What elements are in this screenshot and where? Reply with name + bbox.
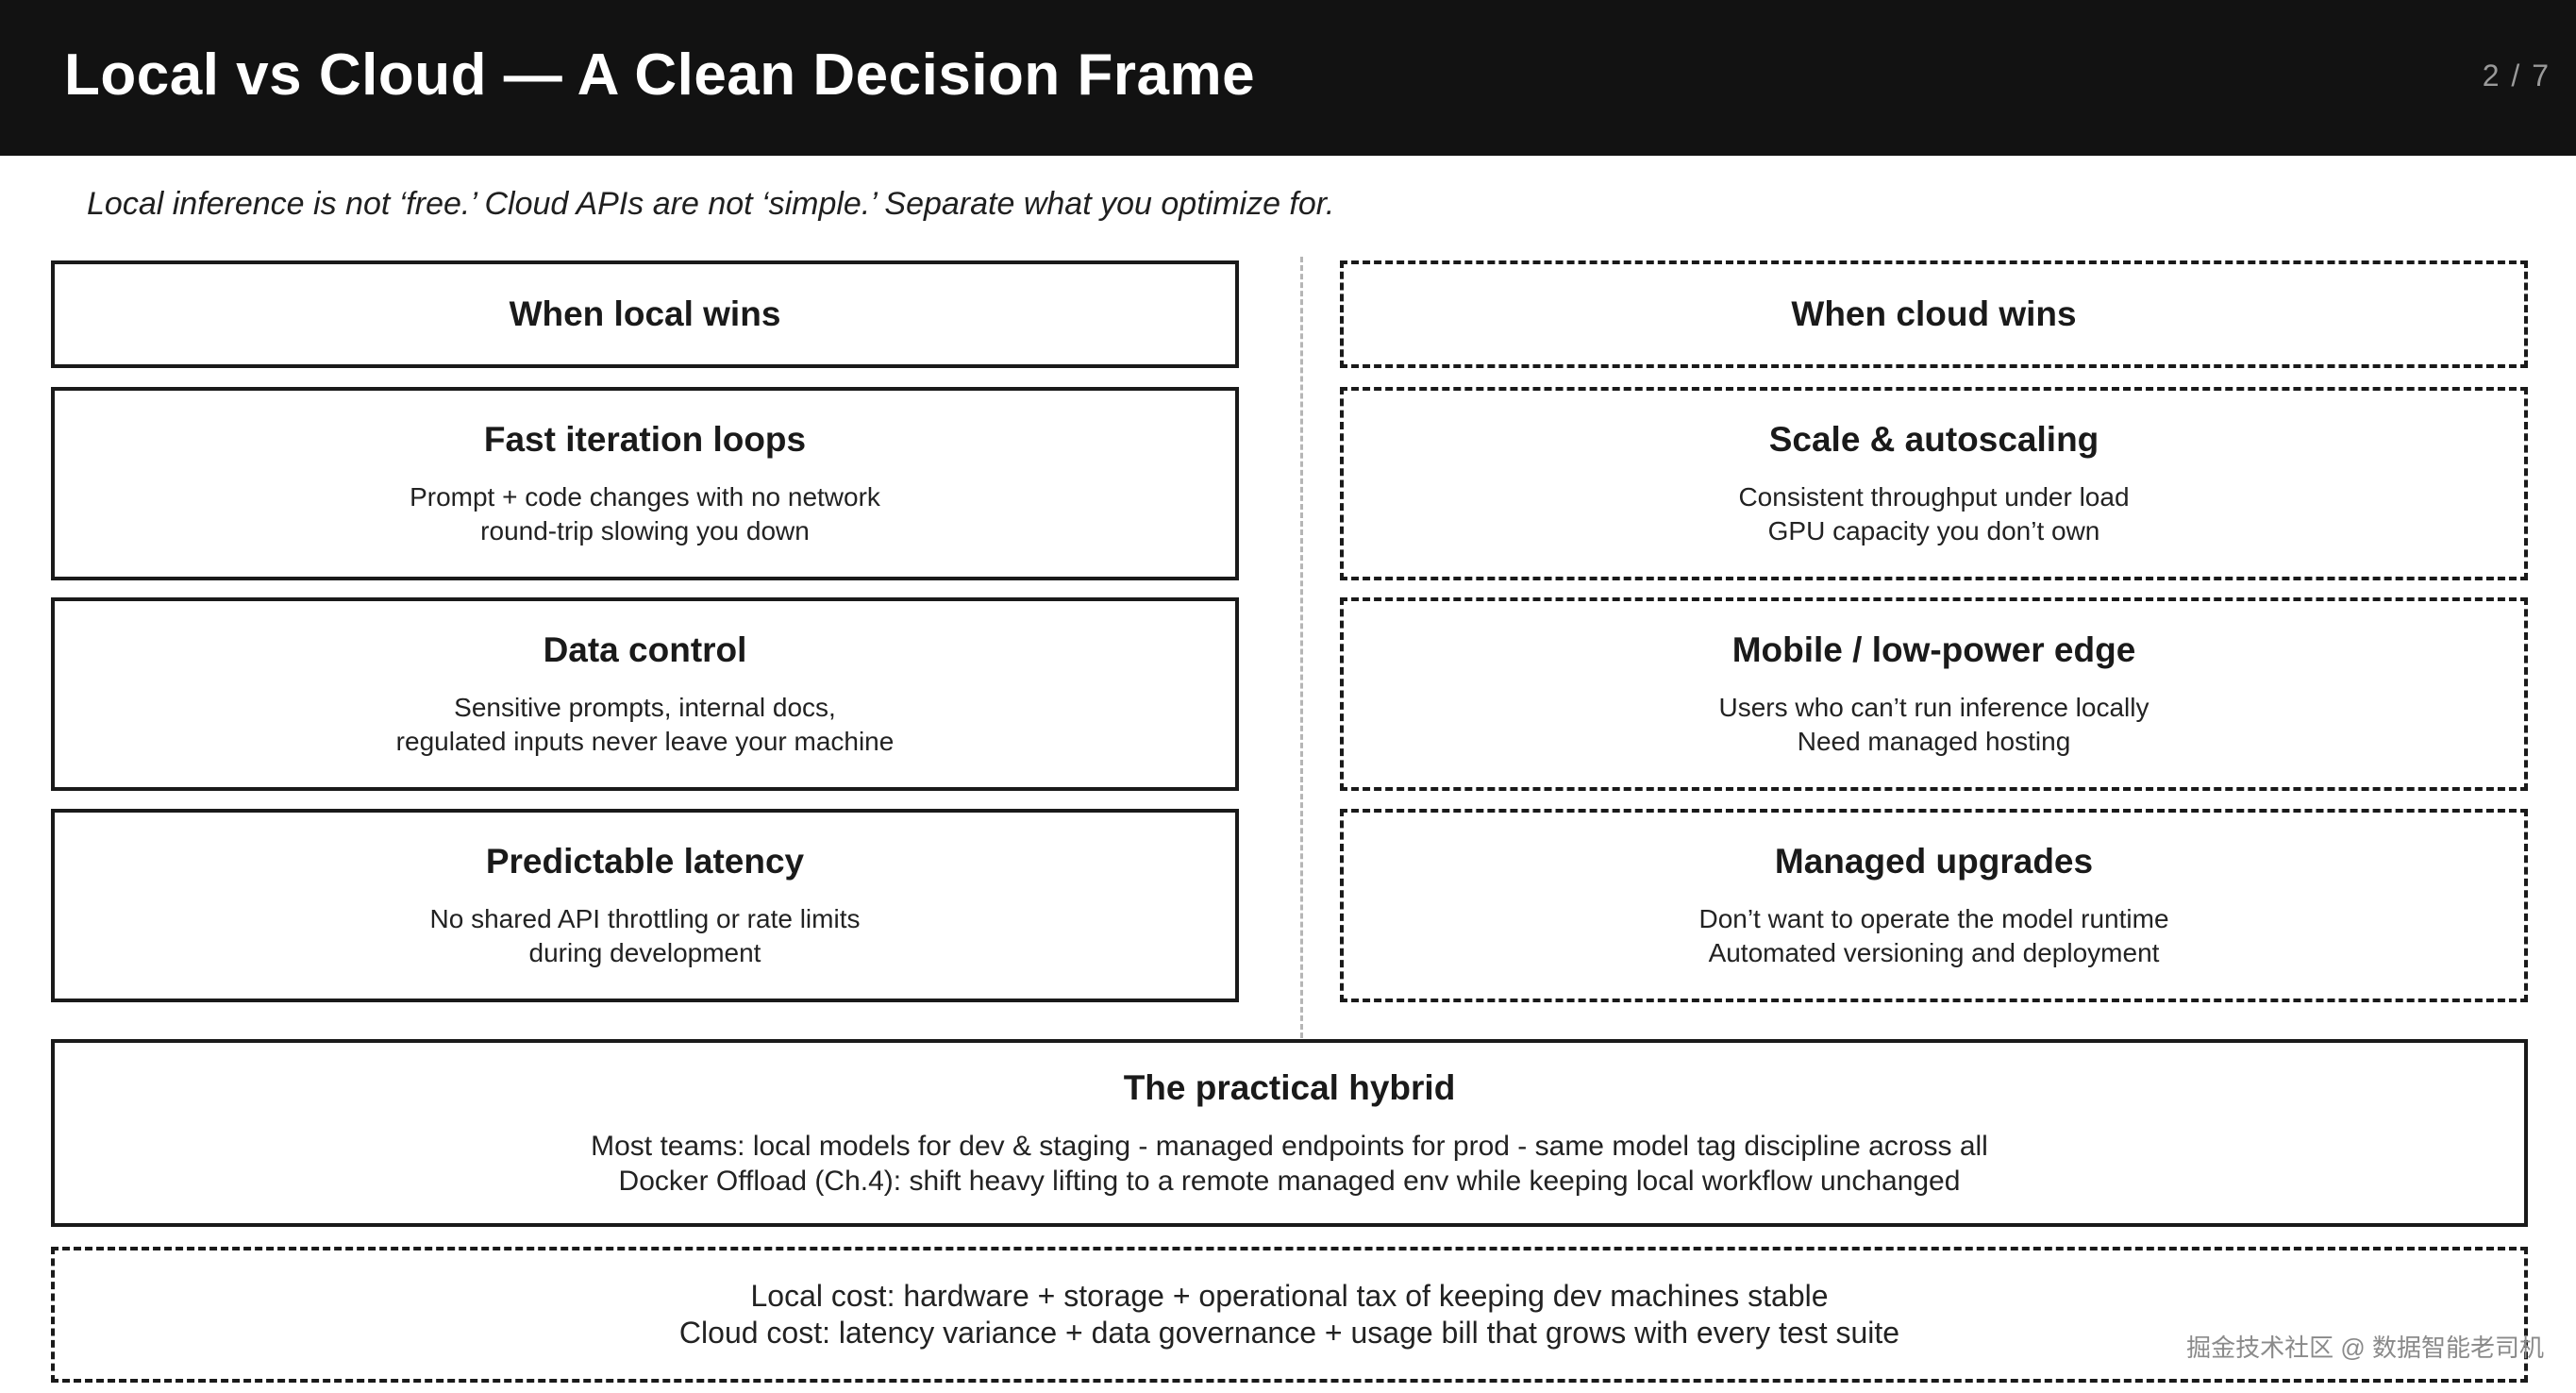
slide-title: Local vs Cloud — A Clean Decision Frame [64,42,1256,108]
card-title: Fast iteration loops [483,419,807,459]
card-title: Mobile / low-power edge [1731,629,2136,669]
card-description-line: round-trip slowing you down [480,515,810,545]
card-description-line: Consistent throughput under load [1738,481,2130,512]
watermark: 掘金技术社区 @ 数据智能老司机 [2186,1334,2544,1362]
slide-subtitle: Local inference is not ‘free.’ Cloud API… [87,186,1335,222]
local-card-data-control: Data control Sensitive prompts, internal… [51,597,1239,791]
card-title: Predictable latency [485,841,805,881]
card-description-line: regulated inputs never leave your machin… [395,726,895,756]
cloud-cost-line: Cloud cost: latency variance + data gove… [678,1316,1900,1350]
card-description-line: Automated versioning and deployment [1708,937,2160,967]
card-title: Managed upgrades [1774,841,2094,881]
page-number: 2 / 7 [2482,59,2551,92]
hybrid-title: The practical hybrid [1123,1067,1456,1107]
card-description-line: Prompt + code changes with no network [410,481,880,512]
column-divider [1300,257,1303,1038]
slide-header: Local vs Cloud — A Clean Decision Frame … [0,0,2576,156]
cloud-heading-box: When cloud wins [1340,260,2528,368]
card-description-line: Don’t want to operate the model runtime [1698,903,2169,933]
card-title: Scale & autoscaling [1768,419,2099,459]
cloud-heading: When cloud wins [1791,294,2077,333]
hybrid-description-line: Most teams: local models for dev & stagi… [591,1130,1988,1162]
hybrid-box: The practical hybrid Most teams: local m… [51,1039,2528,1227]
cost-box: Local cost: hardware + storage + operati… [51,1247,2528,1383]
local-cost-line: Local cost: hardware + storage + operati… [750,1279,1829,1313]
local-card-fast-iteration: Fast iteration loops Prompt + code chang… [51,387,1239,580]
card-title: Data control [543,629,747,669]
card-description-line: Sensitive prompts, internal docs, [454,692,836,722]
cloud-card-scale: Scale & autoscaling Consistent throughpu… [1340,387,2528,580]
cloud-card-mobile-edge: Mobile / low-power edge Users who can’t … [1340,597,2528,791]
card-description-line: Need managed hosting [1797,726,2071,756]
card-description-line: Users who can’t run inference locally [1718,692,2149,722]
card-description-line: GPU capacity you don’t own [1767,515,2100,545]
card-description-line: No shared API throttling or rate limits [429,903,861,933]
card-description-line: during development [528,937,761,967]
local-card-predictable-latency: Predictable latency No shared API thrott… [51,809,1239,1002]
cloud-card-managed-upgrades: Managed upgrades Don’t want to operate t… [1340,809,2528,1002]
hybrid-description-line: Docker Offload (Ch.4): shift heavy lifti… [618,1165,1961,1197]
local-heading: When local wins [509,294,781,333]
local-heading-box: When local wins [51,260,1239,368]
